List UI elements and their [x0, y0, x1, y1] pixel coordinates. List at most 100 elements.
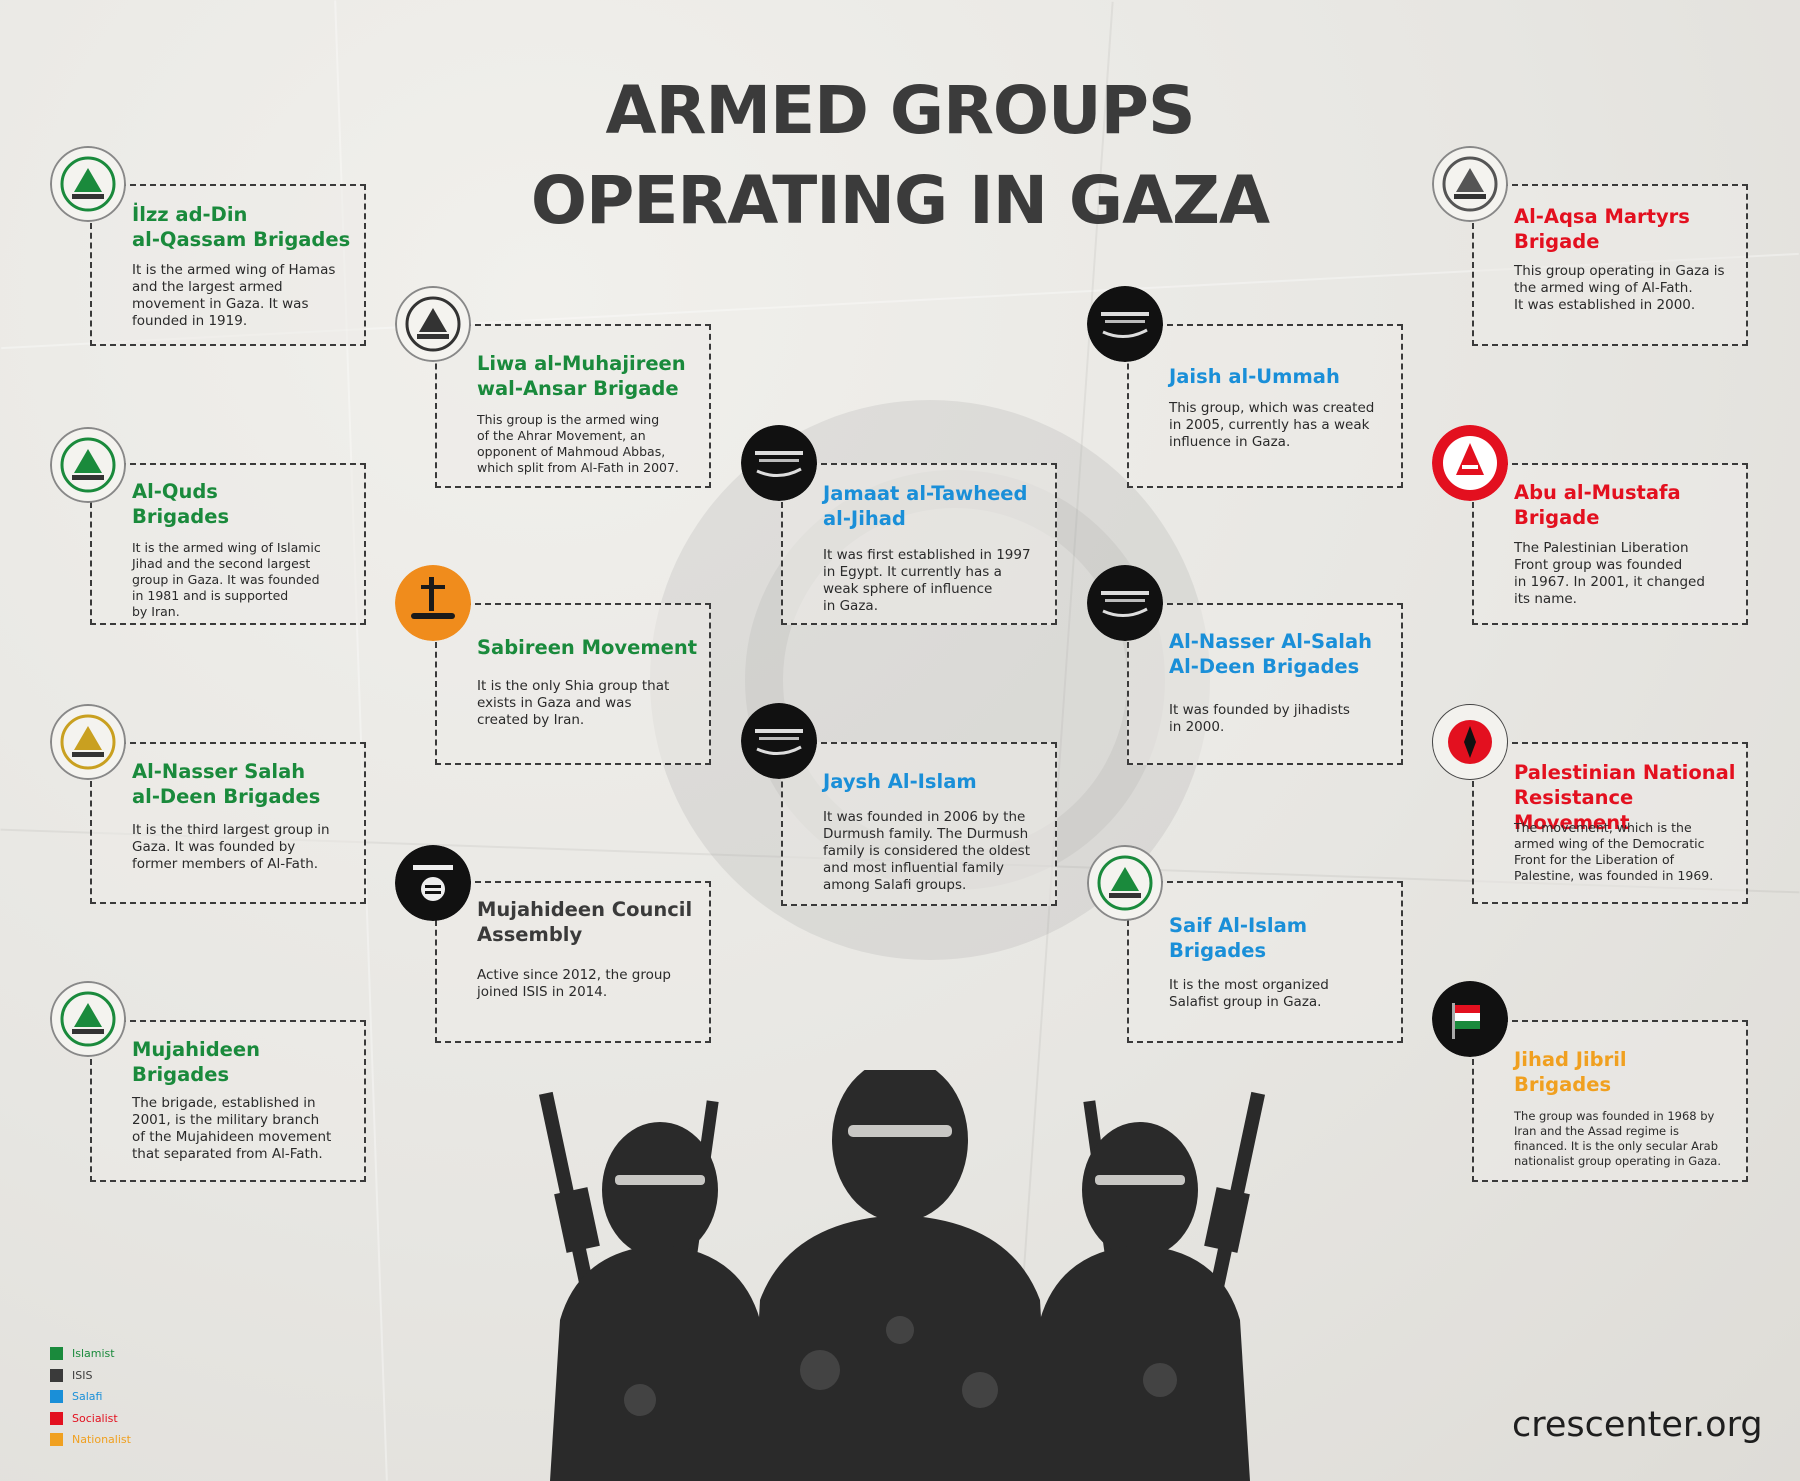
- group-name: Jaish al-Ummah: [1169, 364, 1391, 389]
- group-name-line1: Jaish al-Ummah: [1169, 365, 1340, 388]
- description-line: in 1981 and is supported: [132, 588, 289, 603]
- group-name-line1: Jaysh Al-Islam: [823, 770, 977, 793]
- group-name-line2: Brigades: [132, 505, 230, 528]
- description-line: movement in Gaza. It was: [132, 296, 309, 312]
- group-name-line2: Assembly: [477, 923, 583, 946]
- description-line: former members of Al-Fath.: [132, 856, 319, 872]
- description-line: Gaza. It was founded by: [132, 839, 296, 855]
- description-line: Iran and the Assad regime is: [1514, 1124, 1679, 1138]
- description-line: weak sphere of influence: [823, 581, 993, 597]
- description-line: Palestine, was founded in 1969.: [1514, 868, 1714, 883]
- description-line: It was founded in 2006 by the: [823, 809, 1026, 825]
- legend-label: ISIS: [72, 1368, 93, 1382]
- description-line: nationalist group operating in Gaza.: [1514, 1154, 1721, 1168]
- description-line: It was founded by jihadists: [1169, 702, 1350, 718]
- description-line: in Gaza.: [823, 598, 878, 614]
- page-title-line1: ARMED GROUPS: [605, 72, 1195, 149]
- description-line: in 1967. In 2001, it changed: [1514, 574, 1705, 590]
- group-name-line2: Brigades: [1169, 939, 1267, 962]
- description-line: influence in Gaza.: [1169, 434, 1291, 450]
- description-line: which split from Al-Fath in 2007.: [477, 460, 679, 475]
- description-line: and the largest armed: [132, 279, 283, 295]
- group-name-line2: al-Qassam Brigades: [132, 228, 351, 251]
- nasser-salafi-emblem-icon: [1087, 565, 1163, 641]
- group-name: Jaysh Al-Islam: [823, 769, 1045, 794]
- description-line: among Salafi groups.: [823, 877, 967, 893]
- quds-emblem-icon: [50, 427, 126, 503]
- saif-emblem-icon: [1087, 845, 1163, 921]
- group-name-line1: Jamaat al-Tawheed: [823, 482, 1028, 505]
- jaysh-emblem-icon: [741, 703, 817, 779]
- group-name-line2: Brigade: [1514, 506, 1600, 529]
- description-line: It is the armed wing of Islamic: [132, 540, 321, 555]
- description-line: its name.: [1514, 591, 1577, 607]
- description-line: of the Mujahideen movement: [132, 1129, 332, 1145]
- group-name-line1: Liwa al-Muhajireen: [477, 352, 686, 375]
- description-line: and most influential family: [823, 860, 1004, 876]
- group-name-line1: Sabireen Movement: [477, 636, 698, 659]
- fighters-silhouette-icon: [538, 1070, 1266, 1481]
- group-name-line1: Mujahideen: [132, 1038, 260, 1061]
- legend-label: Islamist: [72, 1347, 115, 1360]
- group-name: Sabireen Movement: [477, 635, 699, 660]
- description-line: It was established in 2000.: [1514, 297, 1696, 313]
- group-name-line1: Al-Quds: [132, 480, 218, 503]
- description-line: It is the most organized: [1169, 977, 1329, 993]
- group-name-line1: Al-Nasser Al-Salah: [1169, 630, 1372, 653]
- description-line: exists in Gaza and was: [477, 695, 632, 711]
- group-name-line2: Resistance Movement: [1514, 786, 1634, 834]
- description-line: financed. It is the only secular Arab: [1514, 1139, 1719, 1153]
- legend-swatch: [50, 1390, 63, 1403]
- group-name-line1: Al-Nasser Salah: [132, 760, 306, 783]
- group-name-line1: Mujahideen Council: [477, 898, 693, 921]
- liwa-emblem-icon: [395, 286, 471, 362]
- description-line: Front group was founded: [1514, 557, 1683, 573]
- group-name-line2: Brigades: [132, 1063, 230, 1086]
- description-line: The Palestinian Liberation: [1514, 540, 1689, 556]
- legend-swatch: [50, 1347, 63, 1360]
- group-name-line1: Jihad Jibril: [1514, 1048, 1627, 1071]
- description-line: Front for the Liberation of: [1514, 852, 1675, 867]
- description-line: Durmush family. The Durmush: [823, 826, 1029, 842]
- description-line: This group operating in Gaza is: [1514, 263, 1725, 279]
- page-title-line2: OPERATING IN GAZA: [530, 162, 1270, 239]
- description-line: family is considered the oldest: [823, 843, 1031, 859]
- description-line: created by Iran.: [477, 712, 585, 728]
- group-name-line1: Saif Al-Islam: [1169, 914, 1308, 937]
- group-card: Sabireen Movement It is the only Shia gro…: [435, 603, 711, 765]
- group-name-line1: Abu al-Mustafa: [1514, 481, 1681, 504]
- tawheed-emblem-icon: [741, 425, 817, 501]
- description-line: It is the only Shia group that: [477, 678, 670, 694]
- description-line: This group, which was created: [1169, 400, 1375, 416]
- mustafa-emblem-icon: [1432, 425, 1508, 501]
- description-line: by Iran.: [132, 604, 180, 619]
- aqsa-emblem-icon: [1432, 146, 1508, 222]
- description-line: joined ISIS in 2014.: [477, 984, 608, 1000]
- jibril-emblem-icon: [1432, 981, 1508, 1057]
